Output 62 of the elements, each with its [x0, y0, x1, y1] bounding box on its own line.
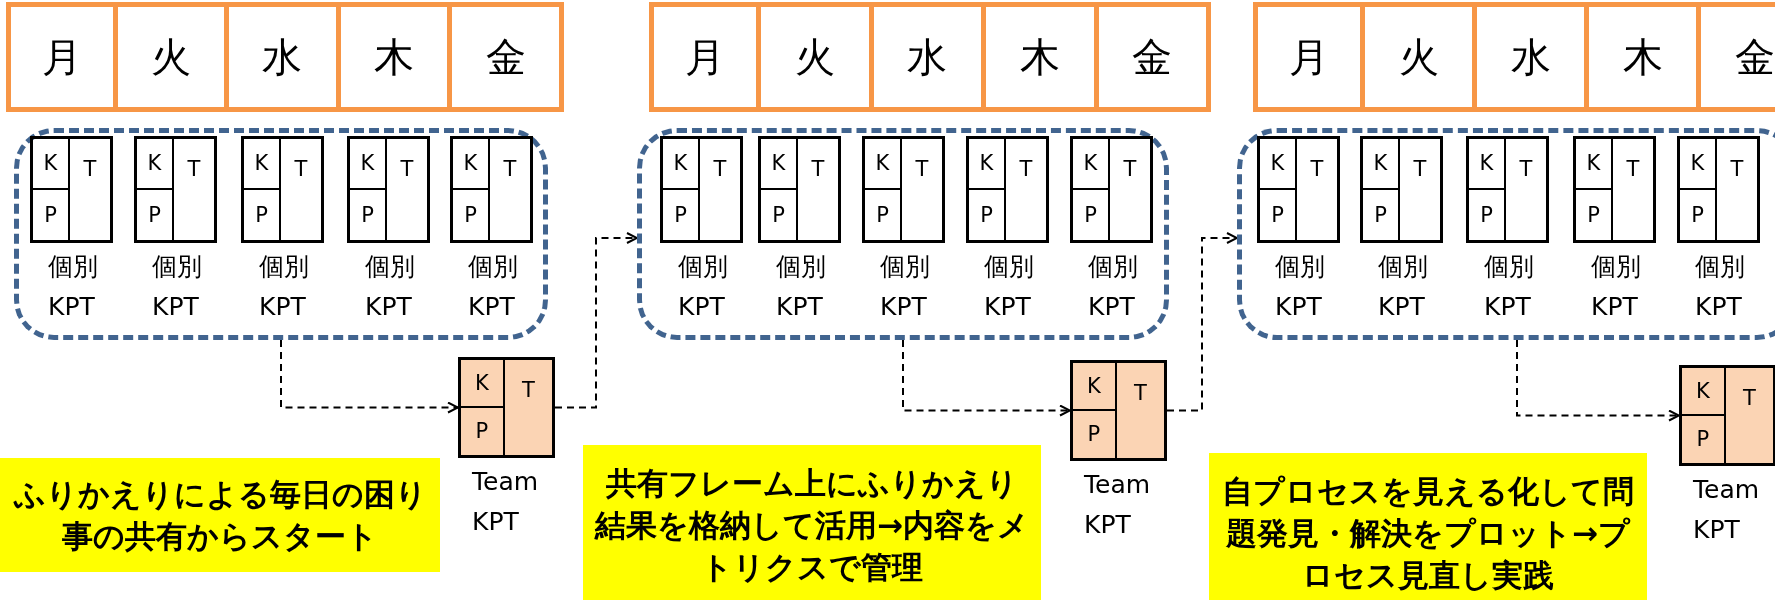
day-cell: 月: [649, 2, 762, 112]
kpt-card: K T P: [1573, 136, 1656, 243]
node-label: 個別 KPT: [880, 251, 931, 323]
day-cell: 木: [986, 2, 1099, 112]
kpt-card: K T P: [134, 136, 217, 243]
arrow: [554, 232, 638, 409]
dashed-group-frame: [1237, 128, 1775, 340]
day-cell: 月: [1253, 2, 1365, 112]
arrow: [280, 339, 459, 414]
team-kpt-card: K T P: [458, 357, 555, 458]
node-label: Team KPT: [1084, 469, 1152, 541]
kpt-card: K T P: [1070, 136, 1153, 243]
highlight-note: ふりかえりによる毎日の困り事の共有からスタート: [0, 458, 440, 572]
kpt-card: K T P: [1677, 136, 1760, 243]
day-cell: 水: [1477, 2, 1589, 112]
dashed-group-frame: [637, 128, 1169, 340]
team-kpt-card: K T P: [1070, 360, 1167, 461]
kpt-card: K T P: [450, 136, 533, 243]
node-label: 個別 KPT: [152, 251, 203, 323]
kpt-card: K T P: [241, 136, 324, 243]
day-cell: 水: [229, 2, 341, 112]
node-label: 個別 KPT: [1695, 251, 1746, 323]
day-cell: 金: [1098, 2, 1211, 112]
arrow: [1166, 232, 1238, 412]
kpt-card: K T P: [347, 136, 430, 243]
day-cell: 火: [1365, 2, 1477, 112]
node-label: 個別 KPT: [259, 251, 310, 323]
node-label: 個別 KPT: [1275, 251, 1326, 323]
node-label: 個別 KPT: [1088, 251, 1139, 323]
kpt-card: K T P: [966, 136, 1049, 243]
day-cell: 火: [117, 2, 230, 112]
day-cell: 月: [6, 2, 118, 112]
highlight-note: 共有フレーム上にふりかえり結果を格納して活用→内容をメトリクスで管理: [583, 445, 1041, 600]
arrow: [1516, 339, 1680, 422]
node-label: 個別 KPT: [1484, 251, 1535, 323]
node-label: 個別 KPT: [984, 251, 1035, 323]
node-label: 個別 KPT: [1591, 251, 1642, 323]
node-label: 個別 KPT: [365, 251, 416, 323]
node-label: Team KPT: [1693, 474, 1761, 546]
kpt-card: K T P: [660, 136, 743, 243]
node-label: 個別 KPT: [48, 251, 99, 323]
kpt-card: K T P: [1466, 136, 1549, 243]
arrow: [902, 339, 1071, 417]
highlight-note: 自プロセスを見える化して問題発見・解決をプロット→プロセス見直し実践: [1209, 453, 1647, 600]
kpt-card: K T P: [862, 136, 945, 243]
day-cell: 金: [1701, 2, 1775, 112]
day-cell: 木: [1589, 2, 1701, 112]
day-cell: 水: [873, 2, 987, 112]
day-cell: 金: [452, 2, 564, 112]
node-label: 個別 KPT: [1378, 251, 1429, 323]
node-label: 個別 KPT: [678, 251, 729, 323]
node-label: 個別 KPT: [468, 251, 519, 323]
day-cell: 木: [340, 2, 453, 112]
node-label: Team KPT: [472, 466, 540, 538]
dashed-group-frame: [14, 128, 548, 340]
kpt-card: K T P: [30, 136, 113, 243]
team-kpt-card: K T P: [1679, 365, 1775, 466]
kpt-card: K T P: [758, 136, 841, 243]
day-cell: 火: [761, 2, 874, 112]
node-label: 個別 KPT: [776, 251, 827, 323]
kpt-card: K T P: [1360, 136, 1443, 243]
kpt-card: K T P: [1257, 136, 1340, 243]
